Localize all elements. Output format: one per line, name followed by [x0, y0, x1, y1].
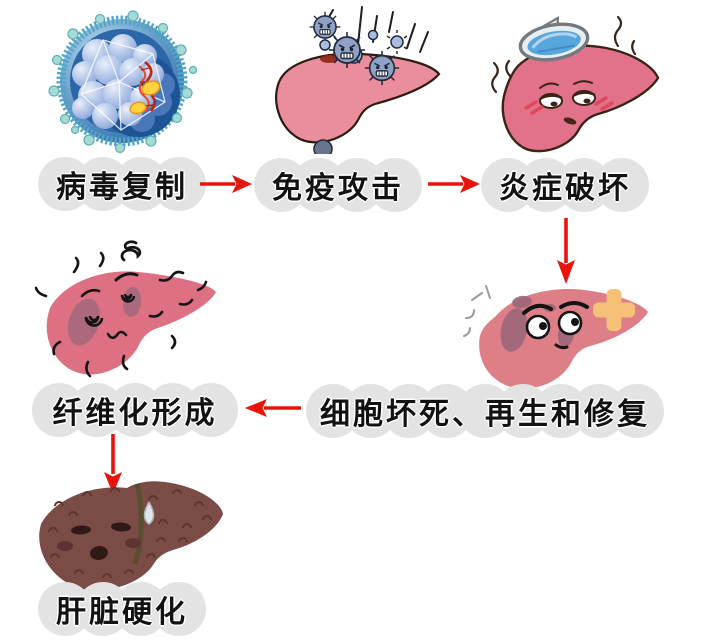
spiral-eye-right: [120, 293, 136, 303]
label-cloud: [254, 153, 422, 217]
dizzy-coil: [120, 240, 142, 262]
liver-shape: [39, 481, 224, 591]
cirrhotic-liver-illustration: [39, 481, 224, 591]
stage-label-immune-attack: 免疫攻击: [254, 153, 422, 217]
open-mouth: [90, 545, 108, 561]
infection-smudge: [320, 55, 338, 63]
label-cloud: [38, 577, 206, 641]
label-cloud: [306, 379, 664, 443]
stage-label-text: 病毒复制: [56, 170, 188, 205]
cheek-right: [125, 538, 141, 548]
fibrotic-liver-illustration: [34, 240, 217, 378]
stage-label-inflammation-damage: 炎症破坏: [481, 153, 649, 217]
heat-squiggles: [491, 15, 637, 94]
label-cloud: [32, 378, 238, 442]
label-cloud: [38, 152, 206, 216]
arrow-right-icon: [428, 175, 480, 193]
ice-pack: [518, 16, 590, 62]
closed-eye-right: [111, 522, 131, 532]
spiral-eye-left: [84, 315, 104, 327]
liver-shape: [275, 52, 441, 144]
liver-under-attack-illustration: [275, 6, 441, 154]
dizzy-marks: [463, 285, 491, 337]
bruised-liver-illustration: [463, 285, 648, 389]
stage-label-necrosis-regeneration-repair: 细胞坏死、再生和修复: [306, 379, 664, 443]
closed-eye-left: [71, 525, 91, 535]
stage-label-fibrosis-formation: 纤维化形成: [32, 378, 238, 442]
angry-virus-2: [329, 32, 365, 68]
cheek-left: [57, 541, 73, 551]
stage-label-text: 纤维化形成: [52, 396, 218, 431]
stage-label-text: 炎症破坏: [499, 171, 631, 206]
icosahedron-wireframe: [80, 39, 166, 131]
dizzy-face: [80, 272, 139, 340]
mouth: [554, 343, 569, 350]
nodule-bumps: [48, 487, 212, 579]
sad-face: [57, 522, 141, 561]
stage-label-virus-replication: 病毒复制: [38, 152, 206, 216]
liver-shape: [46, 271, 217, 375]
stage-label-text: 细胞坏死、再生和修复: [320, 397, 650, 432]
small-virus-particles: [319, 29, 408, 54]
arrow-right-icon: [200, 175, 252, 193]
blush-marks: [524, 96, 614, 115]
stage-label-liver-cirrhosis: 肝脏硬化: [38, 577, 206, 641]
stage-label-text: 免疫攻击: [272, 171, 404, 206]
fibrosis-patches: [67, 287, 142, 346]
quivering-mouth: [106, 330, 128, 340]
hepatitis-virus-illustration: [48, 10, 198, 154]
label-cloud: [481, 153, 649, 217]
virus-below-liver: [313, 139, 333, 154]
mouth: [563, 117, 577, 125]
sweat-drop: [143, 501, 155, 525]
arrow-down-icon: [557, 218, 575, 284]
virus-surface-bumps: [48, 10, 198, 154]
scar-squiggles: [34, 251, 208, 378]
tired-face: [524, 80, 614, 125]
ligament-band: [132, 483, 144, 565]
worried-face: [522, 301, 589, 350]
angry-virus-3: [364, 50, 400, 86]
virus-rna-strand: [129, 60, 161, 115]
stage-label-text: 肝脏硬化: [56, 595, 188, 630]
arrow-down-icon: [104, 434, 122, 494]
feverish-liver-illustration: [491, 15, 660, 153]
arrow-left-icon: [245, 399, 301, 417]
bandage-cross-icon: [593, 289, 635, 331]
